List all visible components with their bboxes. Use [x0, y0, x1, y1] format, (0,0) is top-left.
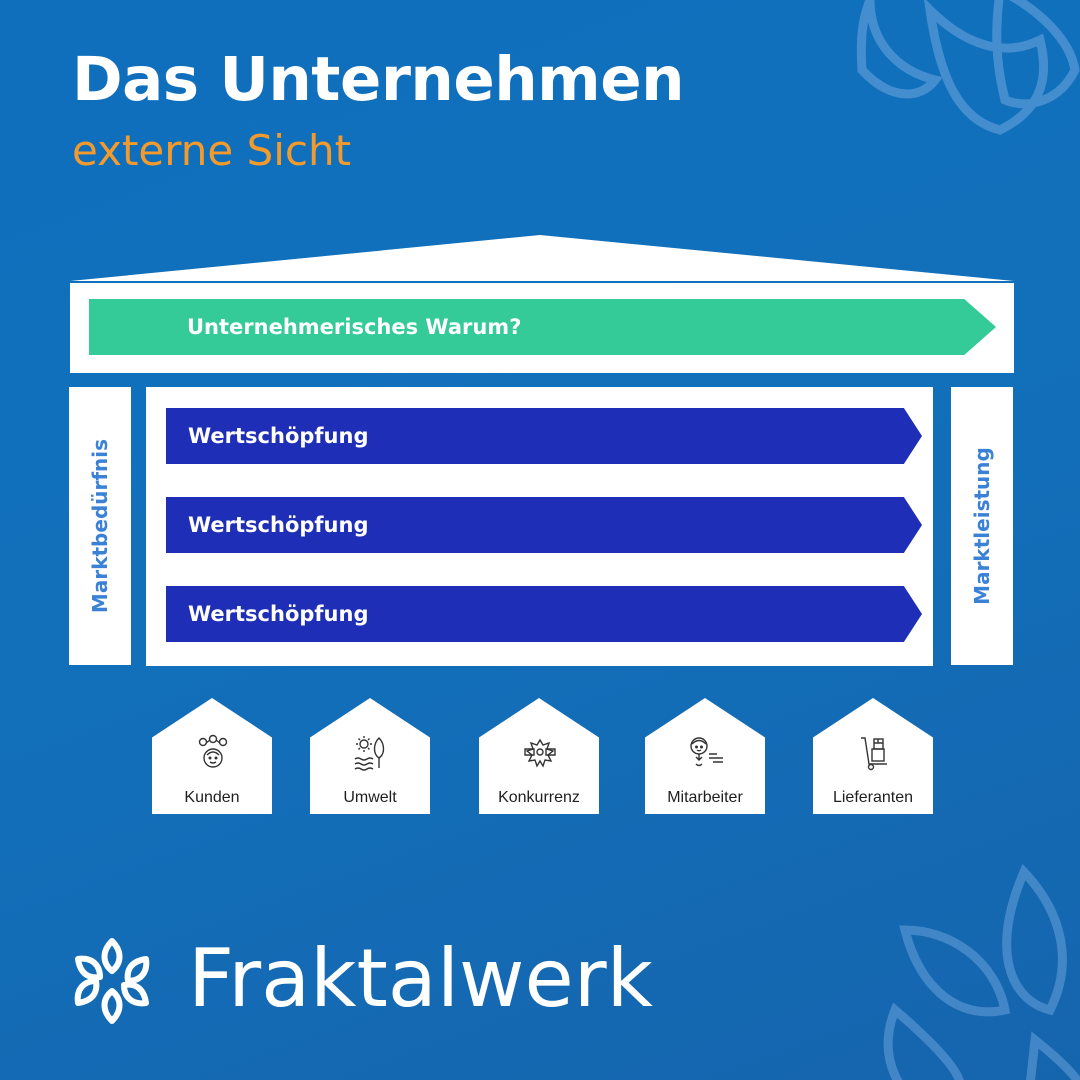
value-chain-arrow: Wertschöpfung [166, 586, 922, 642]
brand-name: Fraktalwerk [188, 932, 653, 1025]
value-chain-label: Wertschöpfung [188, 513, 369, 537]
competition-clash-icon [524, 738, 556, 768]
stakeholder-label: Lieferanten [832, 789, 914, 806]
stakeholder-label: Umwelt [343, 789, 397, 806]
customer-face-icon [198, 734, 228, 768]
value-chain-arrow: Wertschöpfung [166, 497, 922, 553]
employee-icon [690, 737, 723, 767]
value-chain-label: Wertschöpfung [188, 602, 369, 626]
purpose-arrow-label: Unternehmerisches Warum? [187, 315, 522, 339]
hand-truck-icon [861, 737, 887, 771]
left-pillar-label: Marktbedürfnis [88, 438, 112, 614]
value-chain-arrow: Wertschöpfung [166, 408, 922, 464]
house-roof [70, 235, 1014, 281]
stakeholder-label: Konkurrenz [498, 789, 580, 806]
sun-tree-water-icon [354, 736, 385, 771]
fraktal-flower-icon [74, 938, 150, 1024]
page-title: Das Unternehmen [72, 44, 685, 115]
value-chain-label: Wertschöpfung [188, 424, 369, 448]
left-pillar: Marktbedürfnis [69, 387, 131, 665]
stakeholder-label: Kunden [184, 789, 240, 806]
right-pillar: Marktleistung [951, 387, 1013, 665]
purpose-arrow: Unternehmerisches Warum? [89, 299, 996, 355]
stakeholder-label: Mitarbeiter [667, 789, 743, 806]
page-subtitle: externe Sicht [72, 126, 352, 175]
right-pillar-label: Marktleistung [970, 447, 994, 605]
